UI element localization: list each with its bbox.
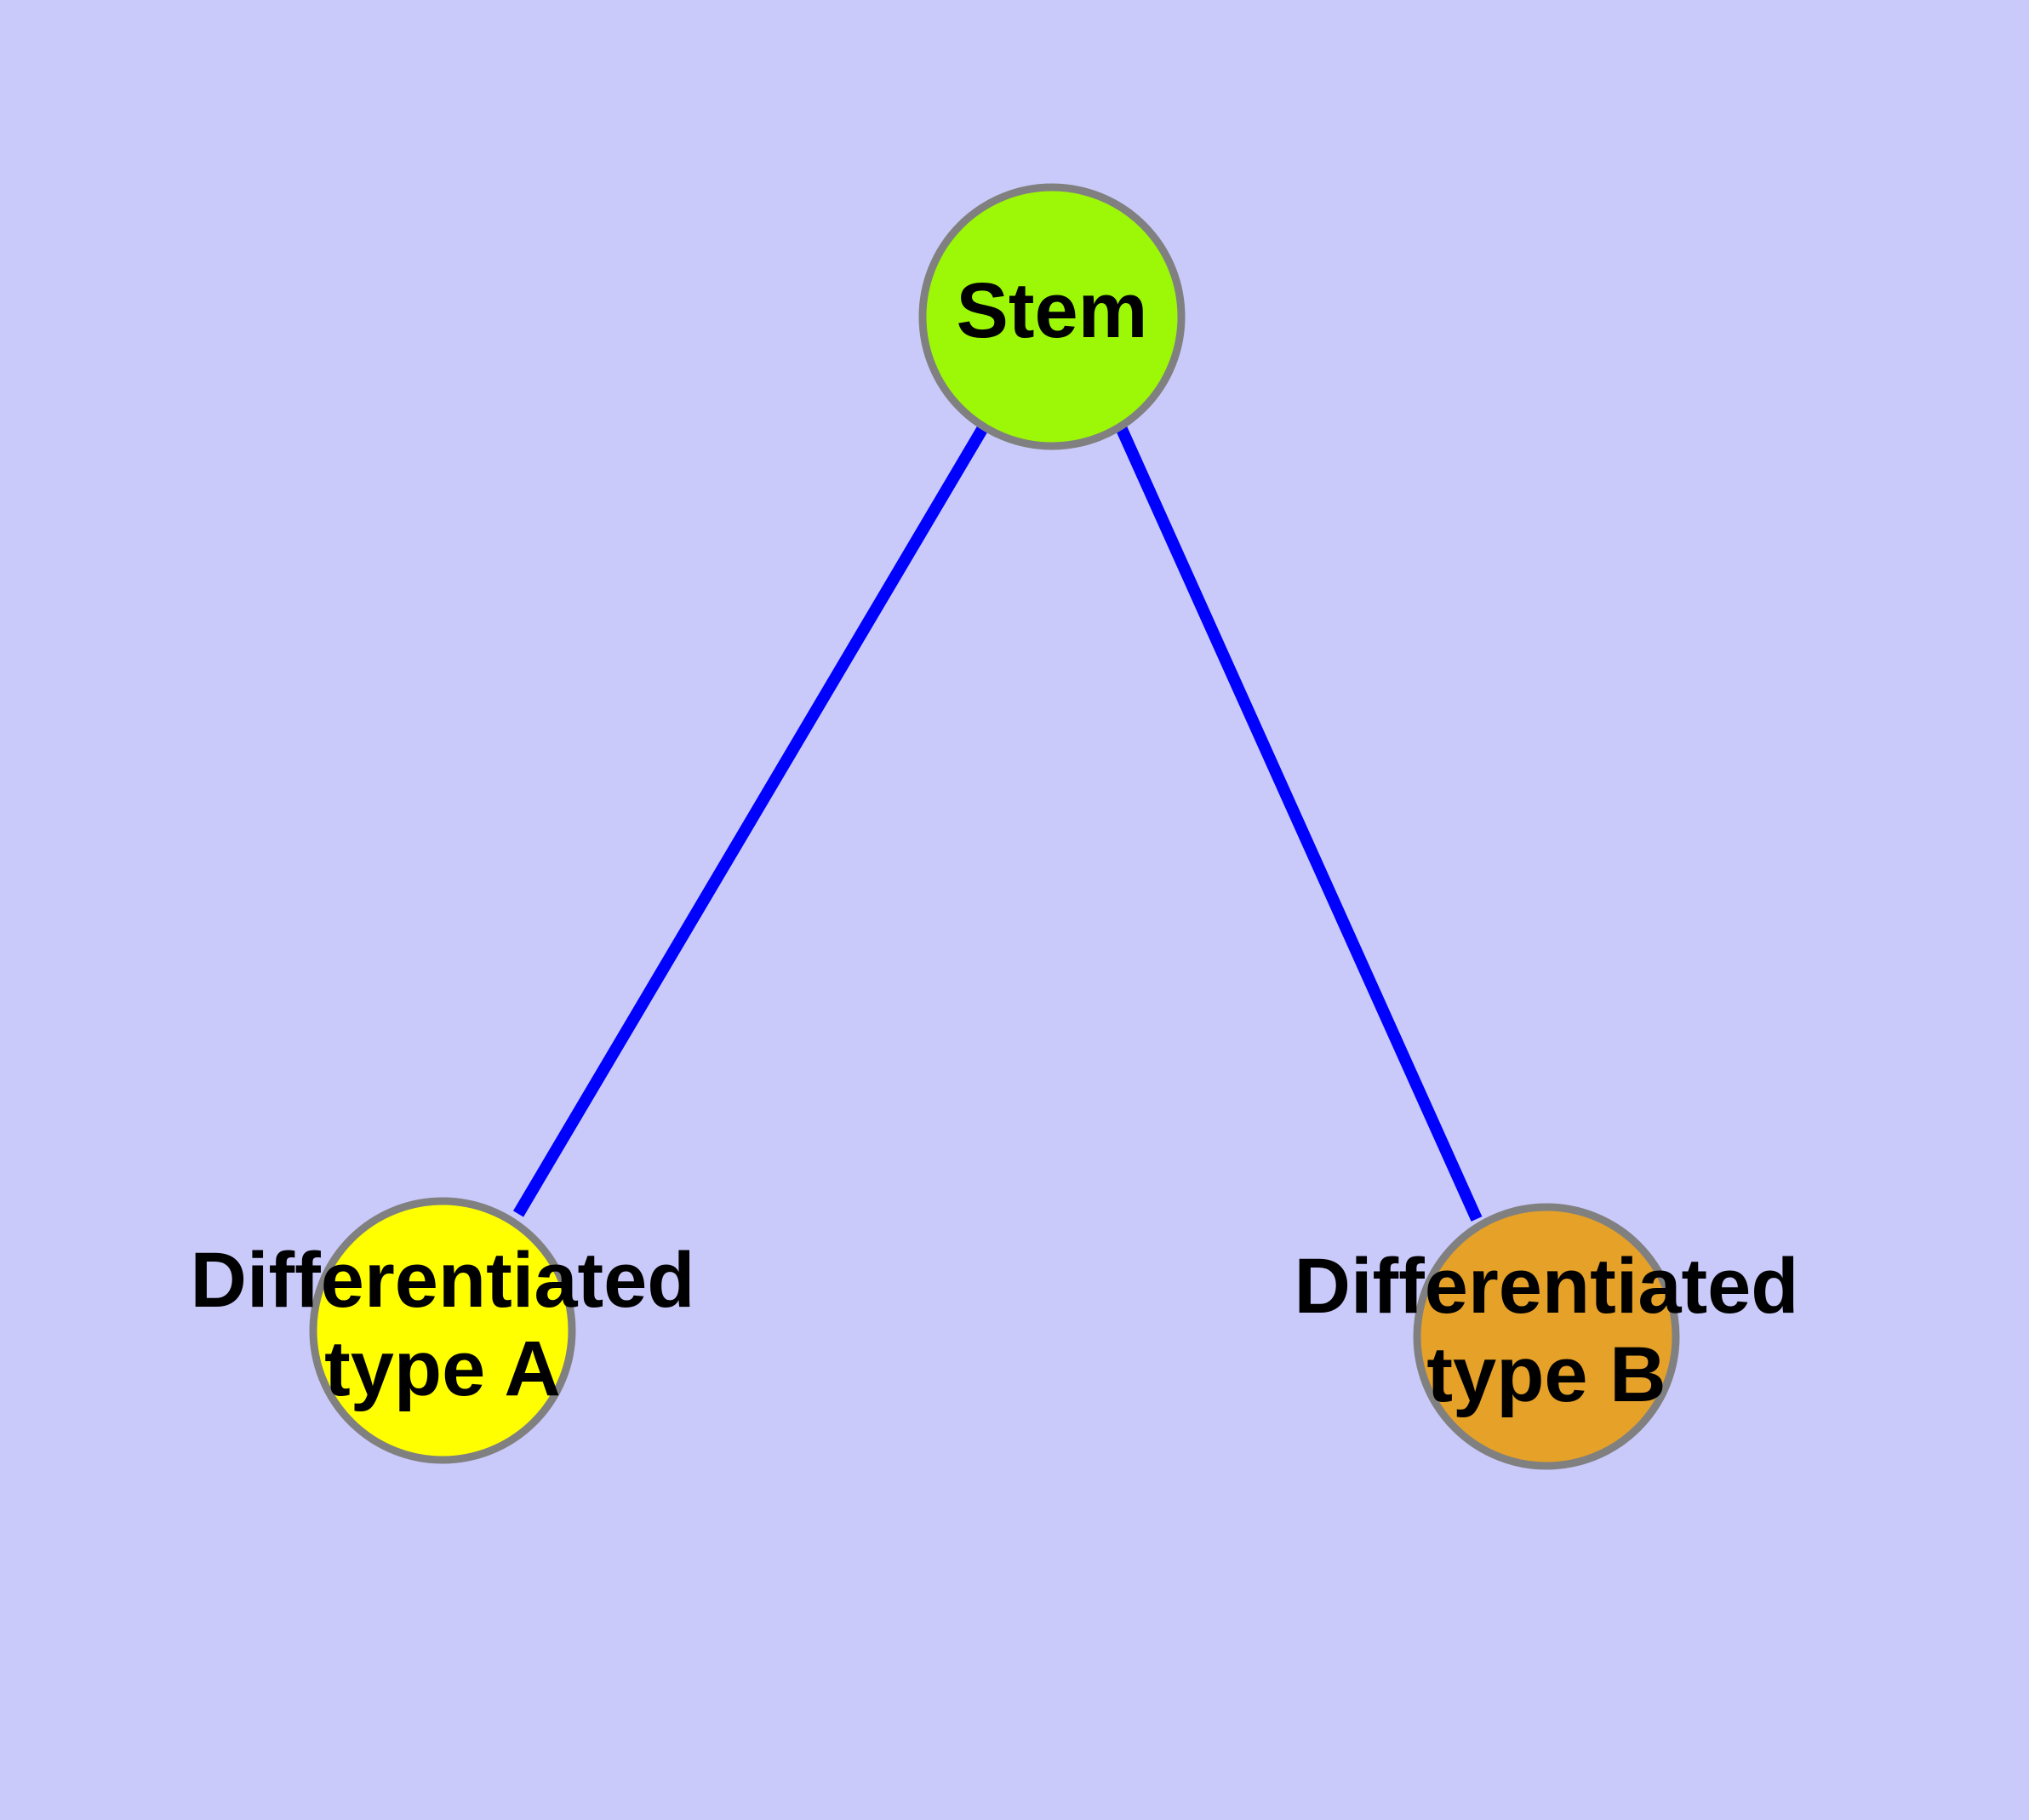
- node-stem-circle[interactable]: [918, 183, 1186, 450]
- node-diff-a-circle[interactable]: [309, 1197, 576, 1464]
- node-diff-b-circle[interactable]: [1413, 1203, 1680, 1470]
- node-stem-label: Stem: [957, 267, 1148, 354]
- node-diff-a[interactable]: [309, 1197, 576, 1464]
- edge-stem-to-diff-a[interactable]: [512, 423, 990, 1217]
- node-layer: [309, 183, 1680, 1470]
- node-stem[interactable]: [918, 183, 1186, 450]
- edge-stem-to-diff-b[interactable]: [1115, 425, 1483, 1222]
- node-diff-b[interactable]: [1413, 1203, 1680, 1470]
- edge-layer: [512, 423, 1483, 1222]
